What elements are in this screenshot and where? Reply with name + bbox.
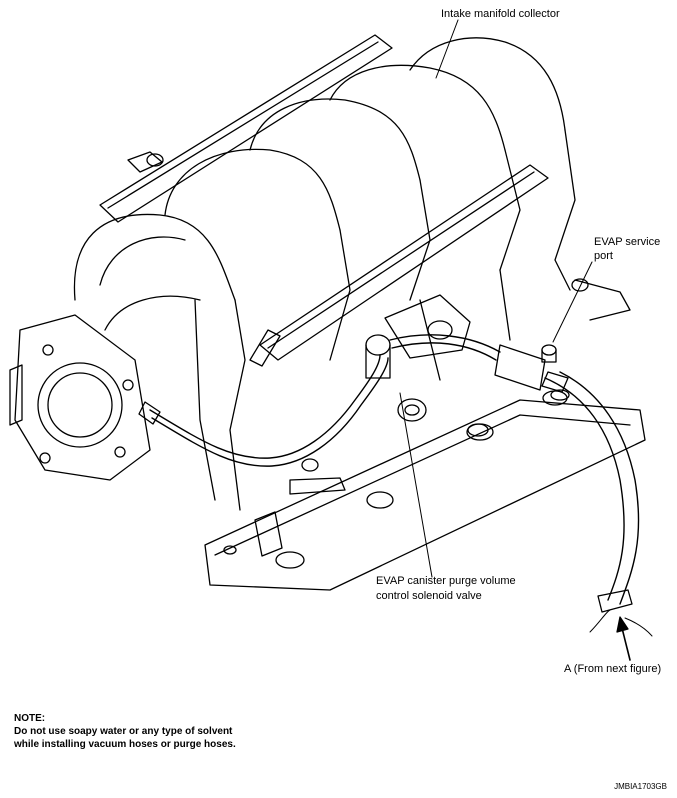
purge-solenoid-label-line2: control solenoid valve [376, 590, 482, 602]
solenoid-bracket [365, 294, 471, 379]
manifold-base-plate [204, 390, 646, 591]
manifold-fittings [127, 151, 631, 557]
note-line-1: Do not use soapy water or any type of so… [14, 726, 233, 737]
hose-break-lines [589, 609, 653, 637]
evap-service-port-label-line1: EVAP service [594, 236, 661, 248]
from-next-figure-label: A (From next figure) [564, 663, 662, 675]
note-block: NOTE: Do not use soapy water or any type… [14, 712, 236, 751]
purge-solenoid-label-line1: EVAP canister purge volume [376, 575, 516, 587]
hose-clamps [138, 344, 633, 613]
evap-purge-hose [149, 334, 640, 605]
collector-label: Intake manifold collector [441, 8, 560, 20]
collector-gasket-rail [99, 34, 549, 361]
evap-service-port-label-line2: port [594, 250, 613, 262]
from-next-figure-arrow [616, 616, 631, 661]
note-heading: NOTE: [14, 713, 46, 724]
intake-runners [73, 37, 576, 511]
throttle-body [9, 314, 151, 481]
note-line-2: while installing vacuum hoses or purge h… [14, 739, 236, 750]
leader-lines [399, 19, 593, 578]
figure-code: JMBIA1703GB [614, 782, 667, 791]
